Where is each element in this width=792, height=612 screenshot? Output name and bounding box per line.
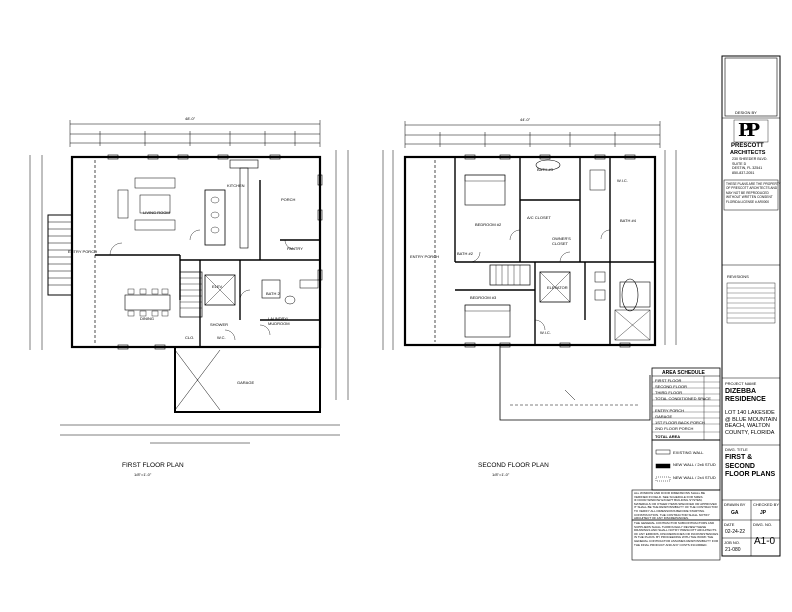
area-schedule-title: AREA SCHEDULE	[662, 370, 705, 376]
room-closet: CLO.	[185, 335, 195, 340]
project-name-line: DIZEBBA	[725, 388, 757, 395]
title-block	[721, 55, 781, 557]
first-floor-title: FIRST FLOOR PLAN	[122, 462, 184, 469]
dwg-no: A1-0	[754, 536, 776, 547]
second-floor-scale: 1/8"=1'-0"	[492, 472, 510, 477]
job-no-label: JOB NO.	[724, 540, 741, 545]
sheet-title-line: FIRST &	[725, 454, 753, 461]
room-bedroom-3: BEDROOM #3	[470, 295, 497, 300]
room-bedroom-2: BEDROOM #2	[475, 222, 502, 227]
room-dining: DINING	[140, 316, 154, 321]
room-bath-2: BATH 2	[266, 291, 280, 296]
date-label: DATE	[724, 522, 735, 527]
room-porch: PORCH	[281, 197, 296, 202]
room-elev: ELEV.	[212, 284, 223, 289]
project-name-line: RESIDENCE	[725, 396, 766, 403]
area-row: TOTAL CONDITIONED SPACE	[655, 395, 711, 401]
room-wc: W.C.	[217, 335, 226, 340]
second-floor-plan	[382, 121, 677, 421]
cert-line: FLORIDA LICENSE # AR0000	[726, 199, 770, 204]
firm-address: 230 SHEEDER BLVD. SUITE D DESTIN, FL 325…	[732, 157, 768, 175]
note-block-1: ALL WINDOW AND DOOR DIMENSIONS SHALL BE …	[634, 491, 719, 521]
note-3: IT SHALL BE THE RESPONSIBILITY OF THE CO…	[634, 505, 718, 521]
room-wic-bottom: W.I.C.	[540, 330, 551, 335]
area-schedule-table	[631, 367, 721, 561]
first-floor-scale: 1/8"=1'-0"	[134, 472, 152, 477]
revisions-label: REVISIONS	[727, 274, 749, 279]
location-line: LOT 140 LAKESIDE	[725, 410, 775, 416]
date-value: 02-24-22	[725, 529, 746, 535]
room-bath-2-second: BATH #2	[457, 251, 473, 256]
room-bath-4: BATH #4	[620, 218, 636, 223]
sheet-title-line: SECOND	[725, 462, 755, 470]
firm-address-line: 850-837-2051	[732, 170, 755, 175]
firm-address-line: 230 SHEEDER BLVD.	[732, 157, 768, 161]
room-entry-porch-1: ENTRY PORCH	[68, 249, 97, 254]
first-floor-overall-dim: 48'-0"	[185, 116, 196, 121]
area-row: THIRD FLOOR	[655, 389, 683, 395]
second-floor-overall-dim: 44'-0"	[520, 117, 531, 122]
room-shower: SHOWER	[210, 322, 228, 327]
room-owners-closet: OWNER'S CLOSET	[552, 236, 571, 246]
room-pantry: PANTRY	[287, 246, 303, 251]
location-line: COUNTY, FLORIDA	[725, 429, 775, 436]
room-bath-3: BATH #3	[537, 167, 553, 172]
drawn-by: GA	[731, 510, 739, 516]
room-laundry: LAUNDRY/ MUDROOM	[268, 316, 290, 326]
room-ac-closet: A/C CLOSET	[527, 215, 551, 220]
legend-item: NEW WALL / 2x4 STUD	[673, 475, 716, 480]
project-location: LOT 140 LAKESIDE @ BLUE MOUNTAIN BEACH, …	[725, 410, 777, 436]
area-row: 1ST FLOOR BACK PORCH	[655, 419, 705, 425]
design-by-label: DESIGN BY	[735, 110, 757, 115]
drawn-by-label: DRAWN BY	[724, 502, 746, 507]
note-2: IF DOOR WINDOW EXCEPT BUILDING SYSTEM, M…	[634, 498, 717, 506]
dwg-no-label: DWG. NO.	[753, 522, 773, 527]
cert-line: MAY NOT BE REPRODUCED	[726, 190, 769, 195]
cert-line: OF PRESCOTT ARCHITECTS AND	[726, 186, 778, 191]
area-total-label: TOTAL AREA	[655, 434, 681, 439]
area-schedule-rows: FIRST FLOOR SECOND FLOOR THIRD FLOOR TOT…	[655, 378, 711, 432]
room-entry-porch-2: ENTRY PORCH	[410, 254, 439, 259]
area-row: FIRST FLOOR	[655, 377, 682, 383]
general-note: THE GENERAL CONTRACTOR SUBCONTRACTORS AN…	[634, 521, 719, 547]
first-floor-plan	[29, 120, 349, 444]
note-1: ALL WINDOW AND DOOR DIMENSIONS SHALL BE …	[634, 491, 705, 499]
area-row: ENTRY PORCH	[655, 407, 684, 413]
location-line: BEACH, WALTON	[725, 423, 770, 430]
firm-name: PRESCOTT	[731, 143, 764, 149]
room-kitchen: KITCHEN	[227, 183, 245, 188]
checked-by-label: CHECKED BY	[753, 502, 780, 507]
firm-logo: PP	[738, 120, 760, 141]
room-garage: GARAGE	[237, 380, 255, 385]
area-row: 2ND FLOOR PORCH	[655, 425, 694, 431]
second-floor-title: SECOND FLOOR PLAN	[478, 462, 549, 469]
cert-stamp: THESE PLANS ARE THE PROPERTY OF PRESCOTT…	[726, 182, 781, 204]
area-row: GARAGE	[655, 413, 673, 419]
firm-address-line: SUITE D	[732, 161, 747, 166]
room-elevator: ELEVATOR	[547, 285, 568, 290]
legend-item: EXISTING WALL	[673, 450, 704, 455]
sheet-title-label: DWG. TITLE	[725, 447, 748, 452]
area-row: SECOND FLOOR	[655, 383, 688, 389]
cert-line: THESE PLANS ARE THE PROPERTY	[726, 182, 781, 186]
sheet-title-line: FLOOR PLANS	[725, 471, 776, 478]
location-line: @ BLUE MOUNTAIN	[725, 416, 777, 423]
cert-line: WITHOUT WRITTEN CONSENT	[726, 195, 773, 200]
checked-by: JP	[760, 510, 767, 516]
firm-address-line: DESTIN, FL 32541	[732, 166, 763, 170]
sheet-title: FIRST & SECOND FLOOR PLANS	[725, 454, 775, 480]
project-label: PROJECT NAME	[725, 381, 757, 386]
job-no: 21-080	[725, 547, 741, 553]
firm-sub: ARCHITECTS	[730, 150, 766, 156]
legend-item: NEW WALL / 2x6 STUD	[673, 462, 716, 467]
room-wic-top: W.I.C.	[617, 178, 628, 183]
project-name: DIZEBBA RESIDENCE	[725, 388, 766, 404]
room-living: LIVING ROOM	[143, 210, 170, 215]
